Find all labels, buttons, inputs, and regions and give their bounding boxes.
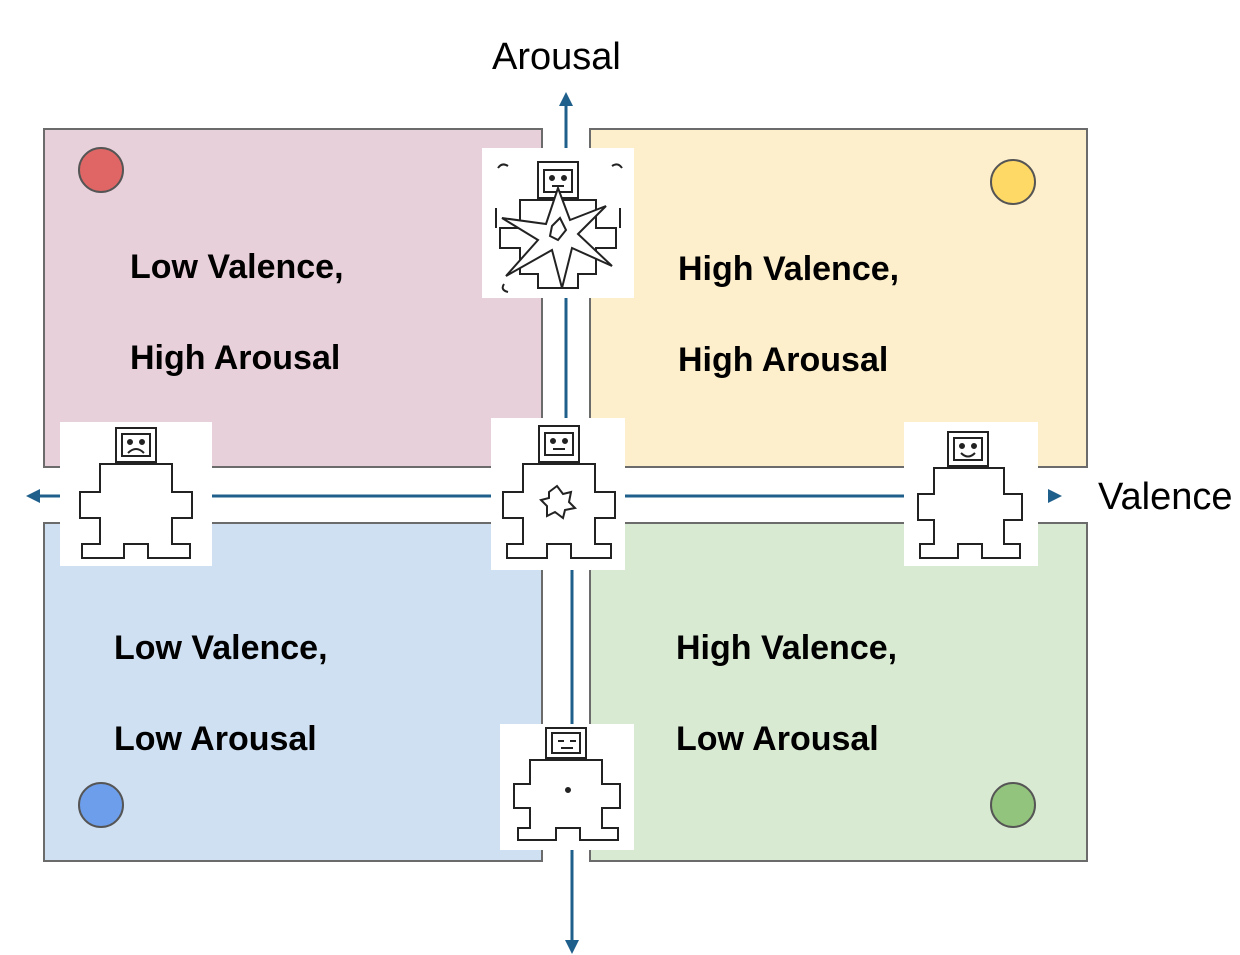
quadrant-label-line2: Low Arousal <box>676 720 879 758</box>
green-dot <box>990 782 1036 828</box>
sam-neutral-figure-icon <box>491 418 625 570</box>
y-axis-arrow-up <box>559 92 573 106</box>
quadrant-label-line1: Low Valence, <box>114 629 328 667</box>
x-axis-arrow-right <box>1048 489 1062 503</box>
quadrant-low-valence-high-arousal <box>43 128 543 468</box>
sam-excited-figure-icon <box>482 148 634 298</box>
blue-dot <box>78 782 124 828</box>
quadrant-label-line2: High Arousal <box>130 339 341 377</box>
quadrant-label-line2: High Arousal <box>678 341 889 379</box>
quadrant-label-line1: High Valence, <box>676 629 898 667</box>
y-axis-arrow-down <box>565 940 579 954</box>
quadrant-label-line1: High Valence, <box>678 250 900 288</box>
red-dot <box>78 147 124 193</box>
sam-sad-figure-icon <box>60 422 212 566</box>
sam-happy-figure-icon <box>904 422 1038 566</box>
quadrant-low-valence-low-arousal <box>43 522 543 862</box>
quadrant-label-line1: Low Valence, <box>130 248 344 286</box>
y-axis-title: Arousal <box>492 36 621 78</box>
x-axis-arrow-left <box>26 489 40 503</box>
sam-calm-figure-icon <box>500 724 634 850</box>
yellow-dot <box>990 159 1036 205</box>
quadrant-label-line2: Low Arousal <box>114 720 317 758</box>
x-axis-title: Valence <box>1098 476 1233 518</box>
